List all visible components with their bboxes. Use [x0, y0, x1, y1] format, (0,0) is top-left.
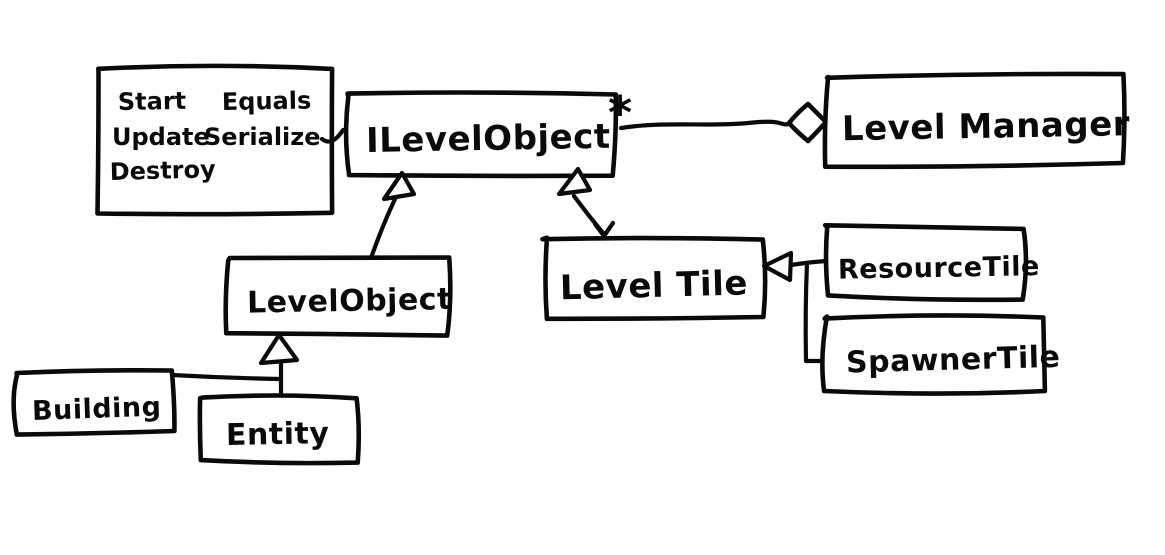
- tile-bus-vertical-line: [803, 260, 810, 364]
- levelobject-inheritance-line: [368, 194, 399, 261]
- building-inheritance-line: [169, 372, 283, 382]
- entity-box: [197, 393, 362, 466]
- levelobject-label: LevelObject: [247, 282, 452, 321]
- node-building: Building: [11, 368, 177, 437]
- ilevelobject-box: [343, 90, 619, 179]
- leveltile-box: [540, 235, 768, 322]
- node-spawnertile: SpawnerTile: [820, 313, 1061, 396]
- node-resourcetile: ResourceTile: [822, 223, 1040, 303]
- spawnertile-label: SpawnerTile: [846, 340, 1061, 381]
- inheritance-arrowhead: [381, 170, 417, 202]
- levelmanager-box: [822, 71, 1127, 170]
- spawnertile-box: [820, 313, 1048, 396]
- node-entity: Entity: [197, 393, 362, 466]
- node-levelobject: LevelObject: [223, 255, 453, 338]
- entity-label: Entity: [226, 416, 330, 453]
- resourcetile-label: ResourceTile: [838, 251, 1040, 286]
- aggregation-line: [618, 119, 792, 131]
- small-arrowhead: [592, 220, 616, 239]
- inheritance-arrowhead: [258, 332, 300, 366]
- method-label-serialize: Serialize: [204, 123, 321, 151]
- note-connector-line: [319, 127, 346, 144]
- resourcetile-box: [822, 223, 1029, 303]
- method-label-destroy: Destroy: [109, 155, 216, 186]
- node-leveltile: Level Tile: [540, 235, 768, 322]
- levelobject-box: [223, 255, 453, 338]
- method-label-update: Update: [112, 123, 210, 151]
- method-label-start: Start: [118, 87, 187, 116]
- node-ilevelobject: ILevelObject: [343, 90, 619, 179]
- method-label-equals: Equals: [222, 86, 312, 116]
- multiplicity-star: *: [608, 86, 633, 140]
- ilevelobject-label: ILevelObject: [366, 117, 611, 161]
- building-label: Building: [31, 392, 161, 427]
- interface-methods-note: Start Equals Update Serialize Destroy: [95, 63, 335, 217]
- interface-methods-note-box: [95, 63, 335, 217]
- inheritance-arrowhead: [761, 250, 794, 283]
- inheritance-arrowhead: [556, 166, 593, 197]
- building-box: [11, 368, 177, 437]
- aggregation-diamond: [786, 101, 829, 144]
- leveltile-label: Level Tile: [559, 263, 748, 308]
- node-levelmanager: Level Manager: [822, 71, 1131, 170]
- levelmanager-label: Level Manager: [842, 104, 1131, 149]
